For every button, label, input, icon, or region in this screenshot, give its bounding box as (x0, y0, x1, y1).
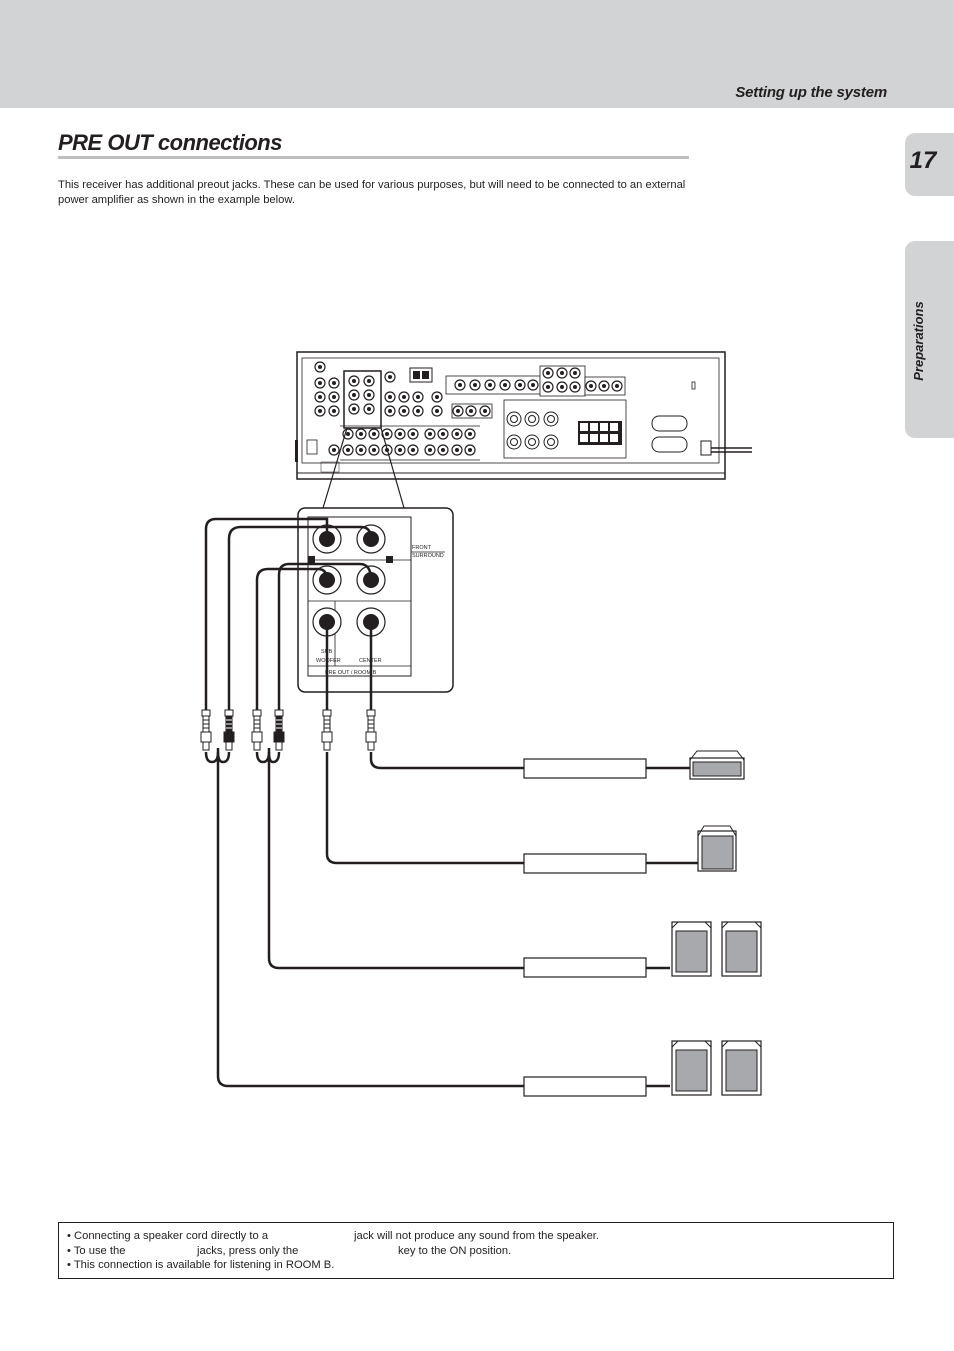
note-text: • This connection is available for liste… (67, 1259, 335, 1271)
note-text: jack will not produce any sound from the… (354, 1230, 600, 1242)
pre-out-panel-enlarged: FRONT SURROUND SUB WOOFER CENTER PRE OUT… (297, 507, 454, 693)
label-surround: SURROUND (412, 553, 444, 559)
notes-box: • Connecting a speaker cord directly to … (58, 1222, 894, 1279)
page-number: 17 (909, 147, 937, 174)
surround-speakers (671, 921, 762, 977)
header-band (0, 0, 954, 108)
rca-plugs (200, 709, 377, 751)
note-text: key to the ON position. (398, 1244, 512, 1257)
page-number-tab: 17 (905, 133, 954, 196)
amplifiers (523, 758, 647, 1097)
label-woofer: WOOFER (316, 658, 341, 664)
note-item: • Connecting a speaker cord directly to … (67, 1229, 893, 1244)
receiver-rear-panel (295, 351, 752, 480)
front-speakers (671, 1040, 762, 1096)
label-front: FRONT (412, 545, 432, 551)
note-text: • To use the (67, 1244, 126, 1257)
note-text: • Connecting a speaker cord directly to … (67, 1230, 269, 1242)
note-item: • This connection is available for liste… (67, 1258, 893, 1273)
intro-paragraph: This receiver has additional preout jack… (58, 179, 686, 206)
note-item: • To use the jacks, press only the key t… (67, 1244, 893, 1259)
title-rule (58, 156, 689, 159)
subwoofer (689, 750, 745, 780)
section-title: Setting up the system (735, 84, 887, 101)
side-tab: Preparations (905, 241, 954, 438)
note-text: jacks, press only the (197, 1244, 299, 1257)
page-title: PRE OUT connections (58, 130, 282, 155)
center-speaker (697, 825, 737, 872)
label-pre-out: PRE OUT / ROOM B (325, 670, 377, 676)
cables (204, 517, 698, 1088)
